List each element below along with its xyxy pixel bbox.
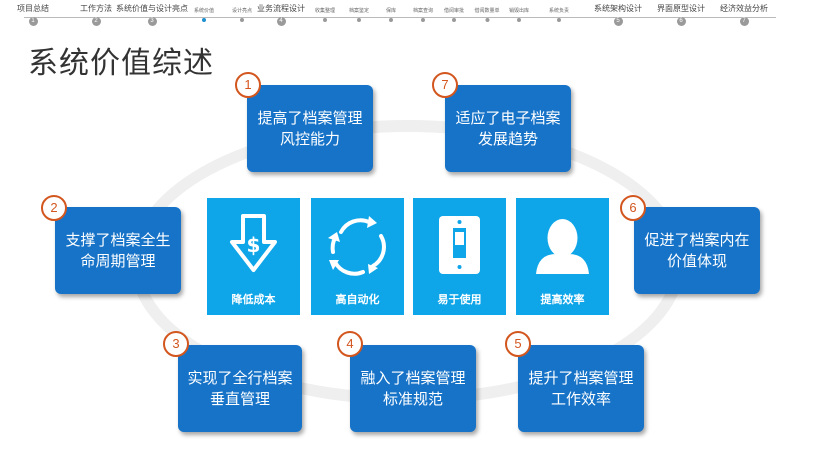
tile-label: 高自动化 <box>335 293 380 306</box>
nav-item-query[interactable]: 档案查询 <box>413 3 433 22</box>
nav-item-economic-analysis[interactable]: 经济效益分析 7 <box>720 3 768 26</box>
value-line1: 支撑了档案全生 <box>65 230 171 249</box>
value-line2: 风控能力 <box>279 129 340 148</box>
nav-item-borrow-approval[interactable]: 借阅审批 <box>444 3 464 22</box>
nav-item-label: 系统价值 <box>193 8 215 14</box>
nav-step-dot <box>516 18 521 22</box>
nav-item-storage[interactable]: 保库 <box>386 3 396 22</box>
nav-step-dot: 6 <box>676 17 686 26</box>
nav-item-destroy[interactable]: 销毁出库 <box>509 3 529 22</box>
tile-cost-down[interactable]: $ 降低成本 <box>207 198 300 315</box>
nav-item-process-design[interactable]: 业务流程设计 4 <box>257 3 305 26</box>
nav-item-label: 经济效益分析 <box>720 4 768 13</box>
nav-step-dot: 3 <box>147 17 157 26</box>
nav-item-label: 系统价值与设计亮点 <box>116 4 188 13</box>
nav-step-dot: 1 <box>28 17 38 26</box>
tile-label: 降低成本 <box>231 293 276 306</box>
value-badge-5: 5 <box>505 331 531 357</box>
nav-item-collect[interactable]: 收集整理 <box>315 3 335 22</box>
nav-step-dot: 4 <box>276 17 286 26</box>
nav-step-dot: 5 <box>613 17 623 26</box>
user-icon <box>536 219 589 274</box>
value-line1: 融入了档案管理 <box>360 368 466 387</box>
nav-step-dot: 2 <box>91 17 101 26</box>
value-box-3[interactable]: 实现了全行档案垂直管理 <box>178 345 302 432</box>
nav-step-dot <box>451 18 456 22</box>
nav-item-system-owner[interactable]: 系统负责 <box>549 3 569 22</box>
value-box-5[interactable]: 提升了档案管理工作效率 <box>518 345 644 432</box>
switch-icon <box>439 216 480 274</box>
value-line2: 命周期管理 <box>80 251 156 270</box>
progress-line <box>24 17 776 18</box>
value-badge-6: 6 <box>620 195 646 221</box>
nav-step-dot <box>322 18 327 22</box>
value-badge-3: 3 <box>163 331 189 357</box>
value-box-2[interactable]: 支撑了档案全生命周期管理 <box>55 207 181 294</box>
svg-text:$: $ <box>247 233 261 257</box>
value-badge-7: 7 <box>432 72 458 98</box>
nav-item-work-method[interactable]: 工作方法 2 <box>80 3 112 26</box>
value-box-7[interactable]: 适应了电子档案发展趋势 <box>445 85 571 172</box>
value-badge-4: 4 <box>337 331 363 357</box>
value-line1: 提高了档案管理 <box>257 108 363 127</box>
nav-item-label: 档案查询 <box>412 8 434 14</box>
tile-automation[interactable]: 高自动化 <box>311 198 404 315</box>
nav-item-label: 保库 <box>385 8 397 14</box>
nav-item-label: 收集整理 <box>314 8 336 14</box>
nav-item-ui-prototype[interactable]: 界面原型设计 6 <box>657 3 705 26</box>
value-line1: 提升了档案管理 <box>528 368 634 387</box>
nav-item-label: 借阅数量单 <box>474 8 500 14</box>
nav-step-dot: 7 <box>739 17 749 26</box>
tile-efficiency[interactable]: 提高效率 <box>516 198 609 315</box>
nav-item-label: 业务流程设计 <box>257 4 305 13</box>
value-line1: 适应了电子档案 <box>455 108 561 127</box>
nav-item-label: 设计亮点 <box>231 8 253 14</box>
value-line2: 垂直管理 <box>209 389 270 408</box>
value-line1: 实现了全行档案 <box>187 368 293 387</box>
nav-item-label: 项目总结 <box>17 4 49 13</box>
nav-step-dot <box>356 18 361 22</box>
nav-step-dot <box>239 18 244 22</box>
nav-item-label: 工作方法 <box>80 4 112 13</box>
nav-item-label: 系统负责 <box>548 8 570 14</box>
value-badge-1: 1 <box>235 72 261 98</box>
progress-nav: 项目总结 1 工作方法 2 系统价值与设计亮点 3 系统价值 设计亮点 业务流程… <box>0 0 816 26</box>
nav-item-label: 档案鉴定 <box>348 8 370 14</box>
value-badge-2: 2 <box>41 195 67 221</box>
nav-item-appraisal[interactable]: 档案鉴定 <box>349 3 369 22</box>
cycle-arrows-icon <box>328 216 386 276</box>
tile-label: 易于使用 <box>437 293 482 306</box>
nav-item-architecture[interactable]: 系统架构设计 5 <box>594 3 642 26</box>
nav-item-system-value[interactable]: 系统价值 <box>194 3 214 22</box>
nav-step-dot <box>556 18 561 22</box>
value-box-6[interactable]: 促进了档案内在价值体现 <box>634 207 760 294</box>
nav-step-dot <box>201 18 206 22</box>
value-line2: 标准规范 <box>382 389 443 408</box>
nav-item-borrow-list[interactable]: 借阅数量单 <box>474 3 500 22</box>
nav-step-dot <box>484 18 489 22</box>
value-box-1[interactable]: 提高了档案管理风控能力 <box>247 85 373 172</box>
nav-item-value-highlights[interactable]: 系统价值与设计亮点 3 <box>116 3 188 26</box>
nav-step-dot <box>388 18 393 22</box>
value-line1: 促进了档案内在 <box>644 230 750 249</box>
nav-item-project-summary[interactable]: 项目总结 1 <box>17 3 49 26</box>
value-line2: 工作效率 <box>550 389 611 408</box>
value-line2: 发展趋势 <box>477 129 538 148</box>
value-line2: 价值体现 <box>666 251 727 270</box>
page-title: 系统价值综述 <box>28 46 214 81</box>
nav-item-label: 系统架构设计 <box>594 4 642 13</box>
nav-item-label: 借阅审批 <box>443 8 465 14</box>
nav-item-label: 销毁出库 <box>508 8 530 14</box>
tile-ease-of-use[interactable]: 易于使用 <box>413 198 506 315</box>
nav-item-label: 界面原型设计 <box>657 4 705 13</box>
nav-step-dot <box>420 18 425 22</box>
cost-down-icon: $ <box>230 214 277 272</box>
nav-item-design-highlights[interactable]: 设计亮点 <box>232 3 252 22</box>
tile-label: 提高效率 <box>540 293 585 306</box>
value-box-4[interactable]: 融入了档案管理标准规范 <box>350 345 476 432</box>
